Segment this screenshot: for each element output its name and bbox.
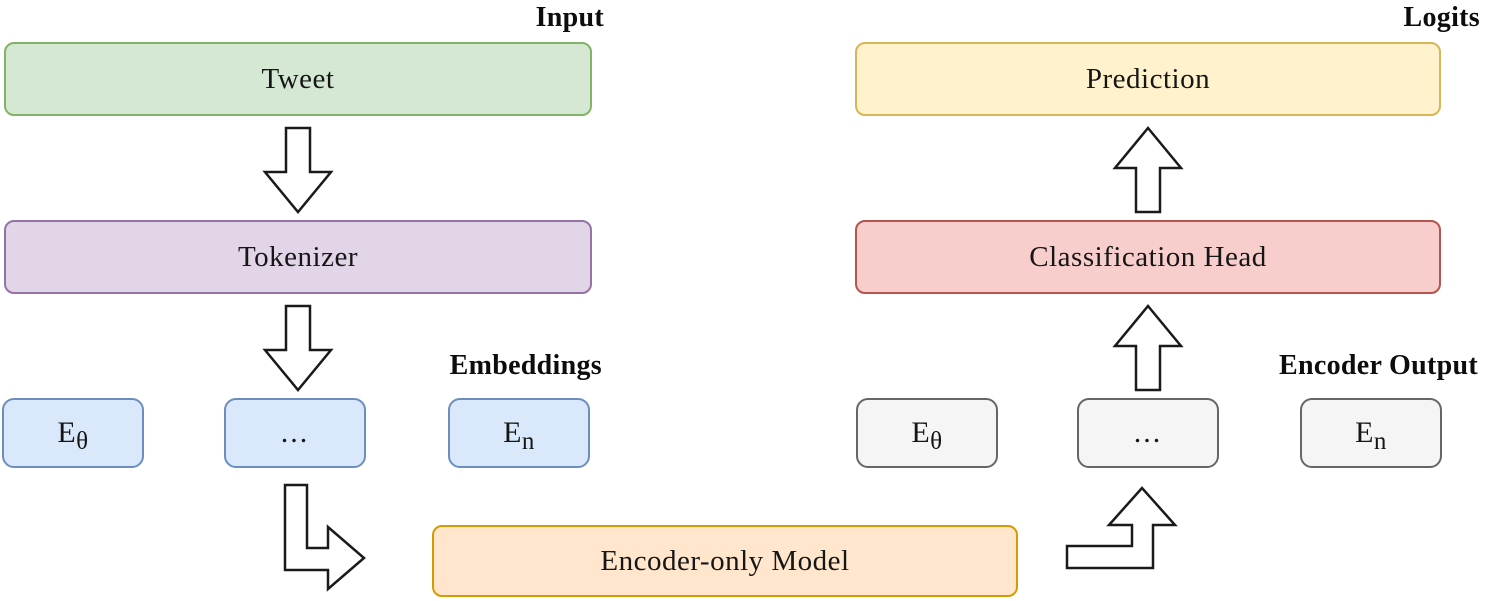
output-token-en-sub: n xyxy=(1373,427,1387,455)
classification-head-node-label: Classification Head xyxy=(1029,240,1267,273)
embedding-token-en-base: E xyxy=(503,416,522,449)
output-token-en-base: E xyxy=(1355,416,1374,449)
up-arrow-icon xyxy=(1112,304,1184,392)
elbow-down-right-arrow-icon xyxy=(283,483,366,592)
input-label: Input xyxy=(535,2,604,33)
up-arrow-icon xyxy=(1112,126,1184,214)
tokenizer-node: Tokenizer xyxy=(4,220,592,294)
elbow-right-up-arrow-icon xyxy=(1065,486,1178,570)
tweet-node: Tweet xyxy=(4,42,592,116)
embedding-token-e0-base: E xyxy=(57,416,77,449)
down-arrow-icon xyxy=(262,126,334,214)
output-token-e0-base: E xyxy=(911,416,931,449)
encoder-only-model-label: Encoder-only Model xyxy=(600,544,850,577)
classification-head-node: Classification Head xyxy=(855,220,1441,294)
output-token-ellipsis: ... xyxy=(1077,398,1219,468)
embedding-token-en-sub: n xyxy=(521,427,535,455)
tweet-node-label: Tweet xyxy=(261,62,335,95)
prediction-node-label: Prediction xyxy=(1085,62,1211,95)
prediction-node: Prediction xyxy=(855,42,1441,116)
output-token-e0-sub: θ xyxy=(930,427,943,455)
output-token-ellipsis-label: ... xyxy=(1133,416,1163,449)
encoder-only-model-node: Encoder-only Model xyxy=(432,525,1018,597)
embedding-token-ellipsis: ... xyxy=(224,398,366,468)
embeddings-label: Embeddings xyxy=(449,350,602,381)
logits-label: Logits xyxy=(1403,2,1480,33)
embedding-token-e0-sub: θ xyxy=(76,427,89,455)
embedding-token-ellipsis-label: ... xyxy=(280,416,310,449)
encoder-output-label: Encoder Output xyxy=(1279,350,1478,381)
down-arrow-icon xyxy=(262,304,334,392)
tokenizer-node-label: Tokenizer xyxy=(237,240,359,273)
